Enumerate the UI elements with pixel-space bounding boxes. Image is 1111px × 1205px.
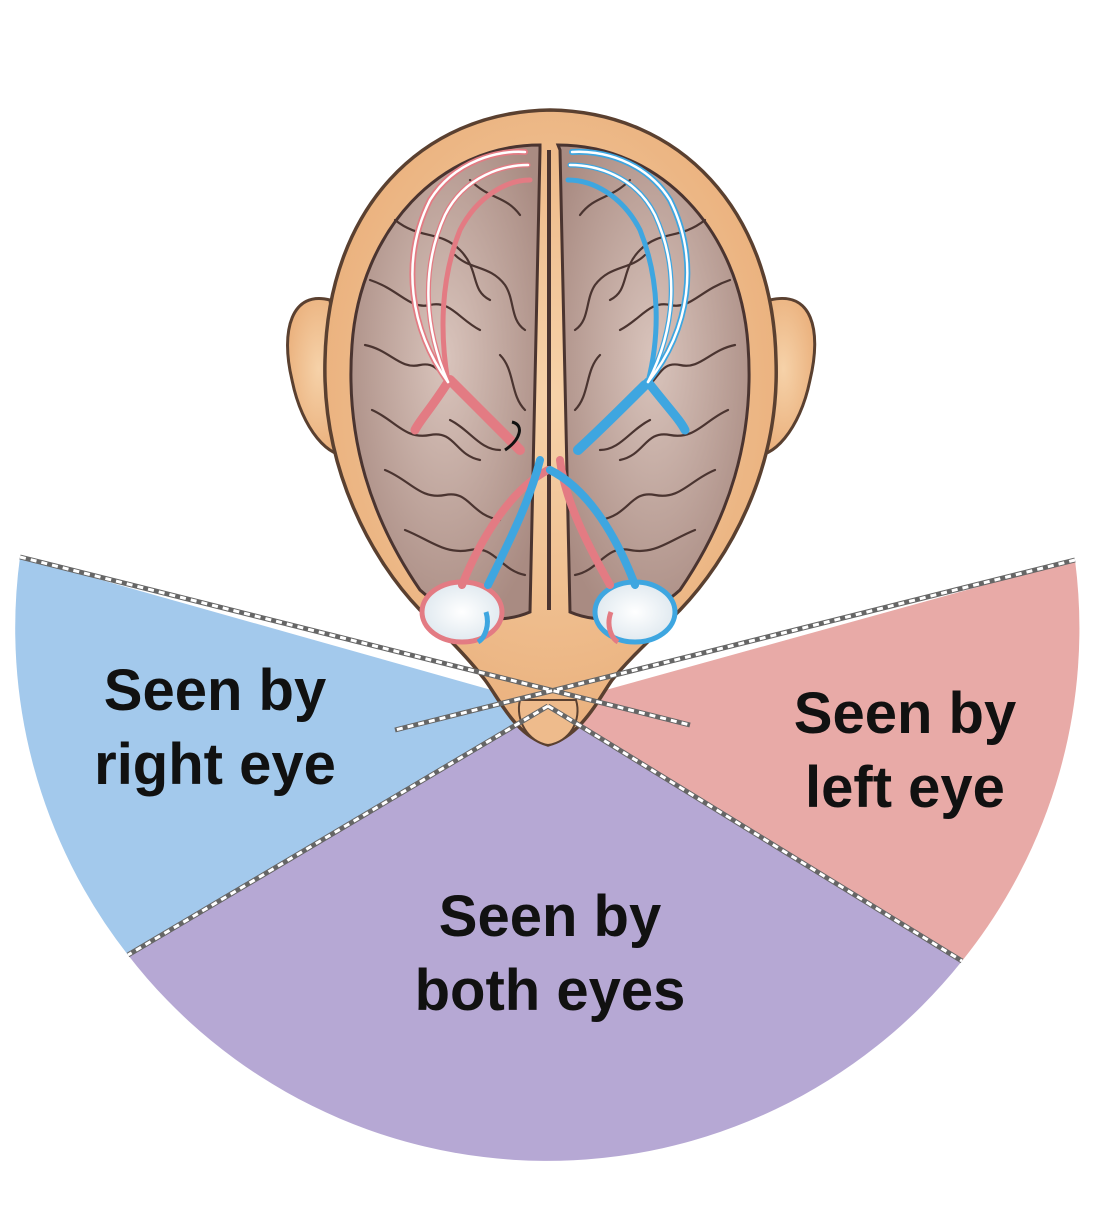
right-eye-field [15,557,549,955]
both-eyes-field [128,706,962,1161]
label-seen-by-left-eye: Seen by left eye [760,677,1050,825]
brain-folds [363,178,737,577]
left-eye [592,579,678,645]
lesion-marker [504,420,521,452]
right-eye [419,579,505,645]
visual-field-sectors [15,557,1080,1161]
label-seen-by-right-eye: Seen by right eye [70,654,360,802]
left-eye-field [548,560,1080,961]
label-right-line1: Seen by [103,658,327,723]
label-left-line2: left eye [805,755,1005,820]
label-left-line1: Seen by [793,681,1017,746]
head-illustration [286,108,817,747]
nose [517,699,579,747]
label-both-line1: Seen by [438,884,662,949]
field-boundaries [19,554,1076,964]
label-right-line2: right eye [94,732,336,797]
label-both-line2: both eyes [414,958,686,1023]
label-seen-by-both-eyes: Seen by both eyes [385,880,715,1028]
